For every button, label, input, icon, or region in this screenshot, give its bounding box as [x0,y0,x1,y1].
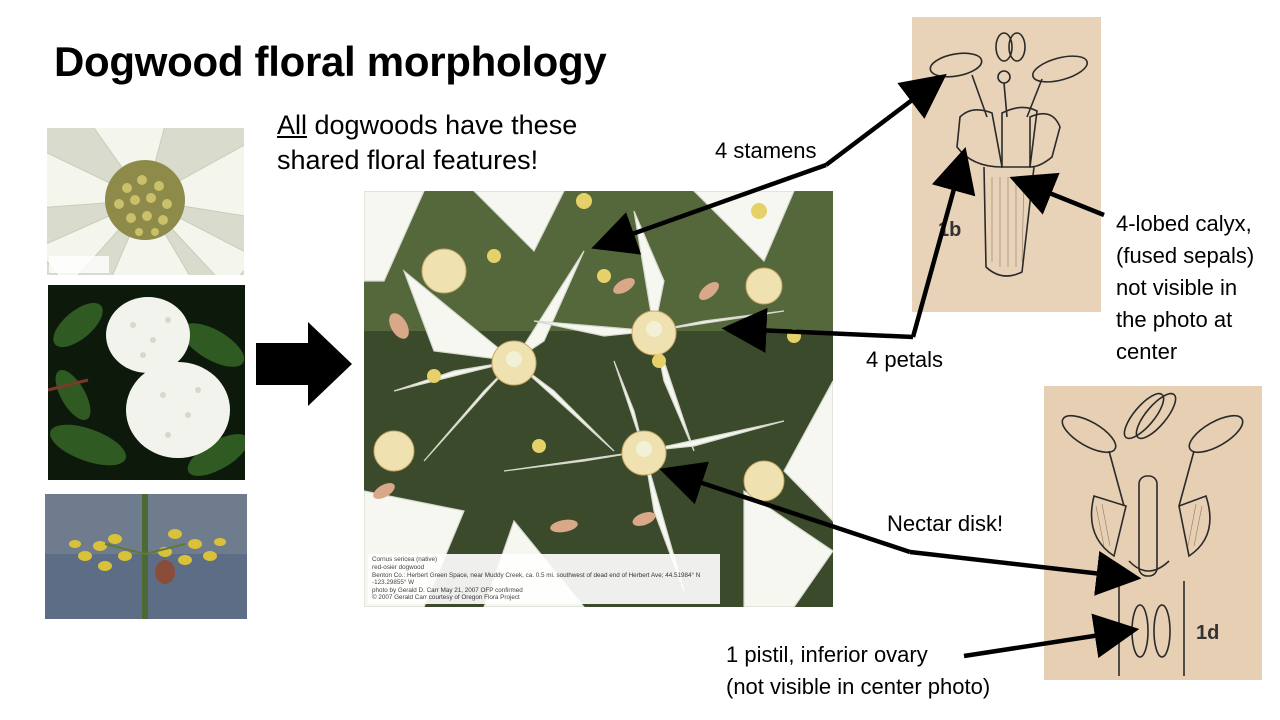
intro-text: All dogwoods have these shared floral fe… [277,108,577,178]
photo-caption: Cornus sericea (native) red-osier dogwoo… [368,554,720,604]
arrow-right-icon [256,322,352,406]
label-petals: 4 petals [866,347,944,372]
label-calyx-line: (fused sepals) [1116,243,1255,268]
intro-underlined-word: All [277,110,308,140]
stamens-arrow-sketch [824,73,947,167]
label-stamens: 4 stamens [715,138,817,163]
label-calyx-line: center [1116,339,1178,364]
thumbnail-flower-closeup [47,128,244,275]
nectar-arrow-photo [659,461,911,555]
thumbnail-flower-clusters [48,285,245,480]
label-nectar-disk: Nectar disk! [887,511,1004,536]
label-pistil: 1 pistil, inferior ovary (not visible in… [726,639,990,703]
intro-line1: dogwoods have these [307,110,578,140]
label-pistil-line: (not visible in center photo) [726,674,991,699]
label-calyx: 4-lobed calyx, (fused sepals) not visibl… [1116,208,1254,368]
label-calyx-line: the photo at [1116,307,1233,332]
petals-arrow-photo [721,307,914,353]
label-calyx-line: not visible in [1116,275,1238,300]
label-calyx-line: 4-lobed calyx, [1116,211,1252,236]
petals-arrow-sketch [910,146,976,338]
slide-title: Dogwood floral morphology [54,38,607,85]
center-flower-photo: Cornus sericea (native) red-osier dogwoo… [364,191,833,607]
intro-line2: shared floral features! [277,145,539,175]
stamens-arrow-photo [591,162,827,255]
sketch-flower-1d: 1d [1044,386,1262,680]
sketch-label-1d: 1d [1196,622,1220,644]
thumbnail-yellow-flowers [45,494,247,619]
calyx-arrow [1009,172,1105,218]
nectar-arrow [909,549,1142,596]
pistil-arrow [963,613,1140,659]
label-pistil-line: 1 pistil, inferior ovary [726,642,928,667]
